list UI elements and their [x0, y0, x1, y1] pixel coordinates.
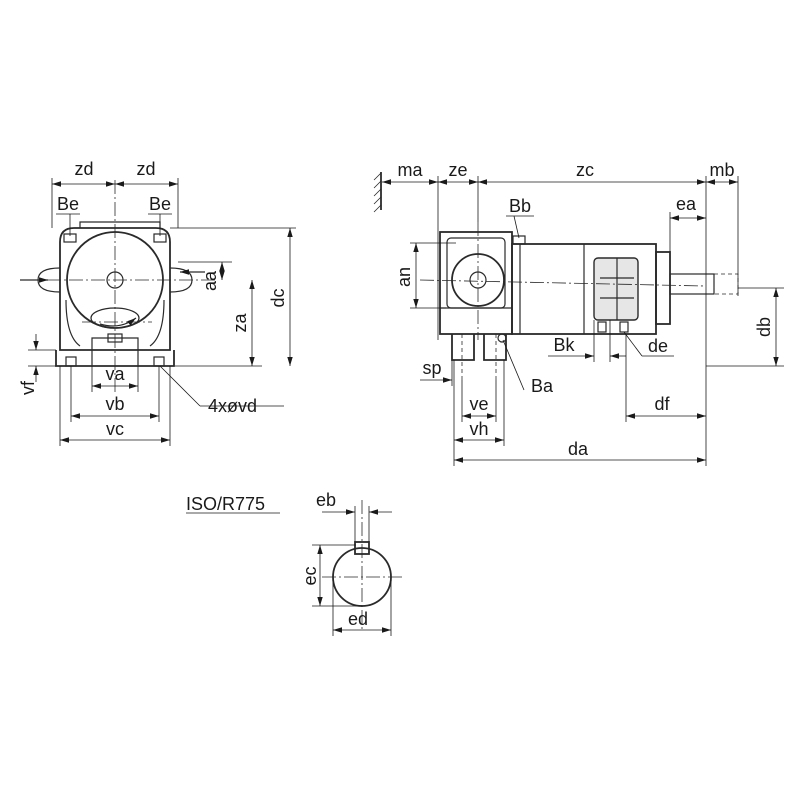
- sp-label: sp: [422, 358, 441, 378]
- dim-ea: ea: [669, 194, 706, 252]
- da-label: da: [568, 439, 589, 459]
- dim-dc: dc: [170, 227, 296, 366]
- rotation-arrow-icon: [20, 269, 205, 327]
- bb-label: Bb: [509, 196, 531, 216]
- dim-vb: vb: [70, 366, 160, 422]
- vh-label: vh: [469, 419, 488, 439]
- ba-label: Ba: [531, 376, 554, 396]
- ve-label: ve: [469, 394, 488, 414]
- be-left-label: Be: [57, 194, 79, 214]
- zd-left-label: zd: [74, 159, 93, 179]
- be-callouts: Be Be: [56, 194, 172, 236]
- dim-za: za: [175, 280, 262, 367]
- front-view: zd zd Be Be aa za dc: [18, 159, 296, 446]
- dim-ve: ve: [461, 380, 497, 422]
- dim-aa: aa: [178, 261, 232, 291]
- side-motor: [511, 235, 739, 335]
- dim-va: va: [91, 364, 139, 392]
- dim-vf: vf: [18, 334, 56, 395]
- dim-ec: ec: [300, 544, 362, 607]
- aa-label: aa: [200, 270, 220, 291]
- dim-bk: Bk: [548, 320, 626, 362]
- dim-zd: zd zd: [51, 159, 179, 228]
- holes-label: 4xøvd: [208, 396, 257, 416]
- bk-label: Bk: [553, 335, 575, 355]
- vf-label: vf: [18, 380, 38, 395]
- de-callout: de: [623, 331, 674, 357]
- standard-label: ISO/R775: [186, 494, 265, 514]
- mb-label: mb: [709, 160, 734, 180]
- ea-label: ea: [676, 194, 697, 214]
- ze-label: ze: [448, 160, 467, 180]
- side-feet: [451, 333, 507, 380]
- bb-callout: Bb: [506, 196, 534, 239]
- wall-hatch-icon: [373, 172, 382, 213]
- vc-label: vc: [106, 419, 124, 439]
- vb-label: vb: [105, 394, 124, 414]
- dim-vh: vh: [453, 360, 505, 466]
- side-gear-head: [439, 231, 513, 335]
- holes-callout: 4xøvd: [159, 365, 284, 416]
- an-label: an: [394, 267, 414, 287]
- dim-df: df: [625, 334, 706, 422]
- dim-db: db: [706, 287, 784, 367]
- dim-vc: vc: [59, 366, 171, 446]
- db-label: db: [754, 317, 774, 337]
- dim-ma: ma: [382, 160, 438, 185]
- dim-zc: zc: [478, 160, 706, 185]
- shaft-detail: ISO/R775 eb ec ed: [186, 490, 402, 636]
- dim-an: an: [394, 242, 456, 309]
- dim-sp: sp: [420, 358, 453, 386]
- ba-callout: Ba: [502, 339, 554, 396]
- side-view: ma ze zc mb Bb ea: [373, 160, 784, 466]
- dim-mb: mb: [706, 160, 738, 185]
- ec-label: ec: [300, 566, 320, 585]
- dim-ed: ed: [332, 580, 392, 636]
- ed-label: ed: [348, 609, 368, 629]
- dim-da: da: [454, 439, 706, 463]
- side-horizontal-centerline: [419, 279, 706, 287]
- be-right-label: Be: [149, 194, 171, 214]
- va-label: va: [105, 364, 125, 384]
- za-label: za: [230, 313, 250, 333]
- zc-label: zc: [576, 160, 594, 180]
- eb-label: eb: [316, 490, 336, 510]
- de-label: de: [648, 336, 668, 356]
- ma-label: ma: [397, 160, 423, 180]
- zd-right-label: zd: [136, 159, 155, 179]
- dc-label: dc: [268, 288, 288, 307]
- df-label: df: [654, 394, 670, 414]
- dim-eb: eb: [316, 490, 392, 542]
- dim-ze: ze: [438, 160, 478, 185]
